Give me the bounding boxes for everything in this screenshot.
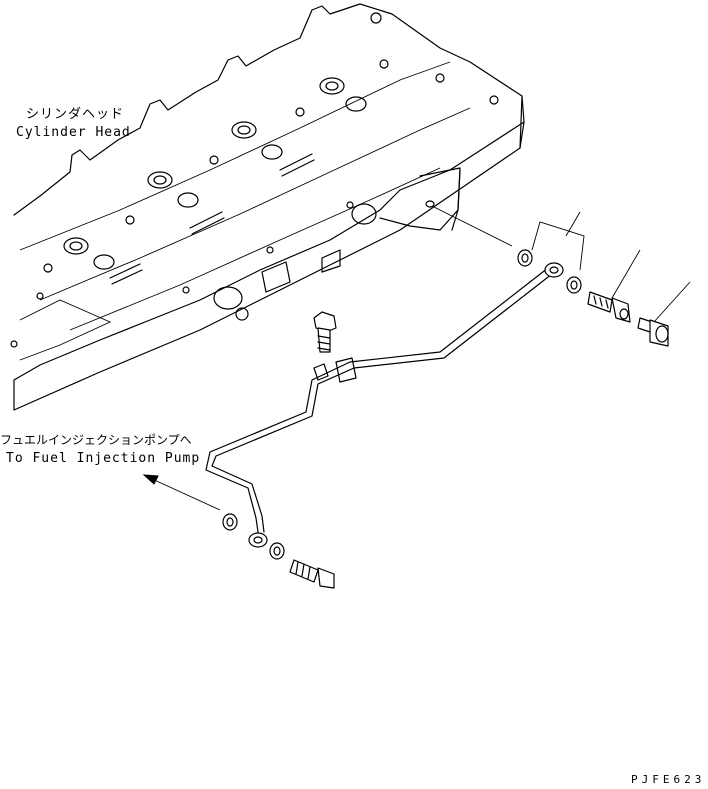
washer-1 xyxy=(517,249,533,267)
bolt-bottom xyxy=(289,559,335,589)
bolt-vertical xyxy=(313,311,337,353)
cylinder-head xyxy=(10,3,525,411)
cylinder-head-label-jp: シリンダヘッド xyxy=(26,107,125,122)
washer-2 xyxy=(566,276,582,294)
eye-joint-bottom xyxy=(248,532,268,548)
leader-lines xyxy=(431,205,691,323)
fuel-pipe xyxy=(205,267,553,533)
bolt-far-right xyxy=(637,317,669,347)
drawing-code: PJFE623 xyxy=(631,773,706,786)
pump-label-en: To Fuel Injection Pump xyxy=(6,451,201,466)
eye-bolt-right xyxy=(587,291,631,323)
cylinder-head-label-en: Cylinder Head xyxy=(16,125,131,140)
pump-label-jp: フュエルインジェクションポンプへ xyxy=(0,433,192,447)
washer-3 xyxy=(222,513,238,531)
eye-joint-top xyxy=(544,262,564,278)
washer-4 xyxy=(269,542,285,560)
arrow-to-pump xyxy=(142,474,221,511)
